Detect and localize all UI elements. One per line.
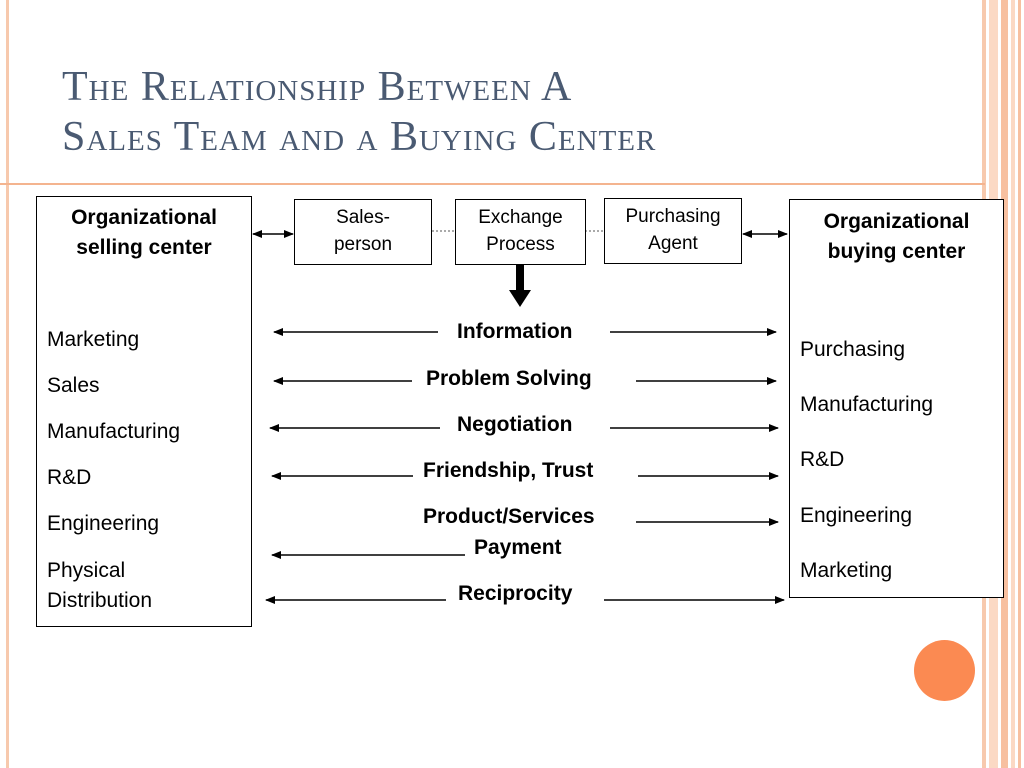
relationship-problem-solving: Problem Solving <box>426 367 592 390</box>
list-item: Purchasing <box>800 338 906 361</box>
relationship-negotiation: Negotiation <box>457 413 573 436</box>
title-line-1: The Relationship Between A <box>62 64 573 110</box>
relationship-payment: Payment <box>474 536 562 559</box>
relationship-friendship-trust: Friendship, Trust <box>423 459 594 482</box>
relationship-product-services: Product/Services <box>423 505 595 528</box>
list-item: R&D <box>47 466 92 489</box>
slide-title: The Relationship Between A Sales Team an… <box>62 62 882 162</box>
buying-center-heading: Organizational buying center <box>823 210 970 263</box>
relationship-reciprocity: Reciprocity <box>458 582 573 605</box>
purchasing-agent-box: Purchasing Agent <box>604 198 742 264</box>
relationship-information: Information <box>457 320 573 343</box>
exchange-process-box: Exchange Process <box>455 199 586 265</box>
buying-center-box: Organizational buying center Purchasing … <box>789 199 1004 598</box>
selling-center-heading: Organizational selling center <box>71 206 217 259</box>
salesperson-box: Sales- person <box>294 199 432 265</box>
list-item: Marketing <box>800 559 893 582</box>
down-arrow-shaft <box>516 265 524 292</box>
list-item: R&D <box>800 448 845 471</box>
list-item: Physical <box>47 559 126 582</box>
list-item: Distribution <box>47 589 153 612</box>
list-item: Engineering <box>800 504 913 527</box>
selling-center-box: Organizational selling center Marketing … <box>36 196 252 627</box>
down-arrow-head <box>509 290 531 307</box>
title-line-2: Sales Team and a Buying Center <box>62 114 657 160</box>
list-item: Marketing <box>47 328 140 351</box>
decorative-circle <box>914 640 975 701</box>
title-divider <box>0 183 985 185</box>
list-item: Manufacturing <box>47 420 181 443</box>
list-item: Engineering <box>47 512 160 535</box>
list-item: Manufacturing <box>800 393 934 416</box>
list-item: Sales <box>47 374 100 397</box>
